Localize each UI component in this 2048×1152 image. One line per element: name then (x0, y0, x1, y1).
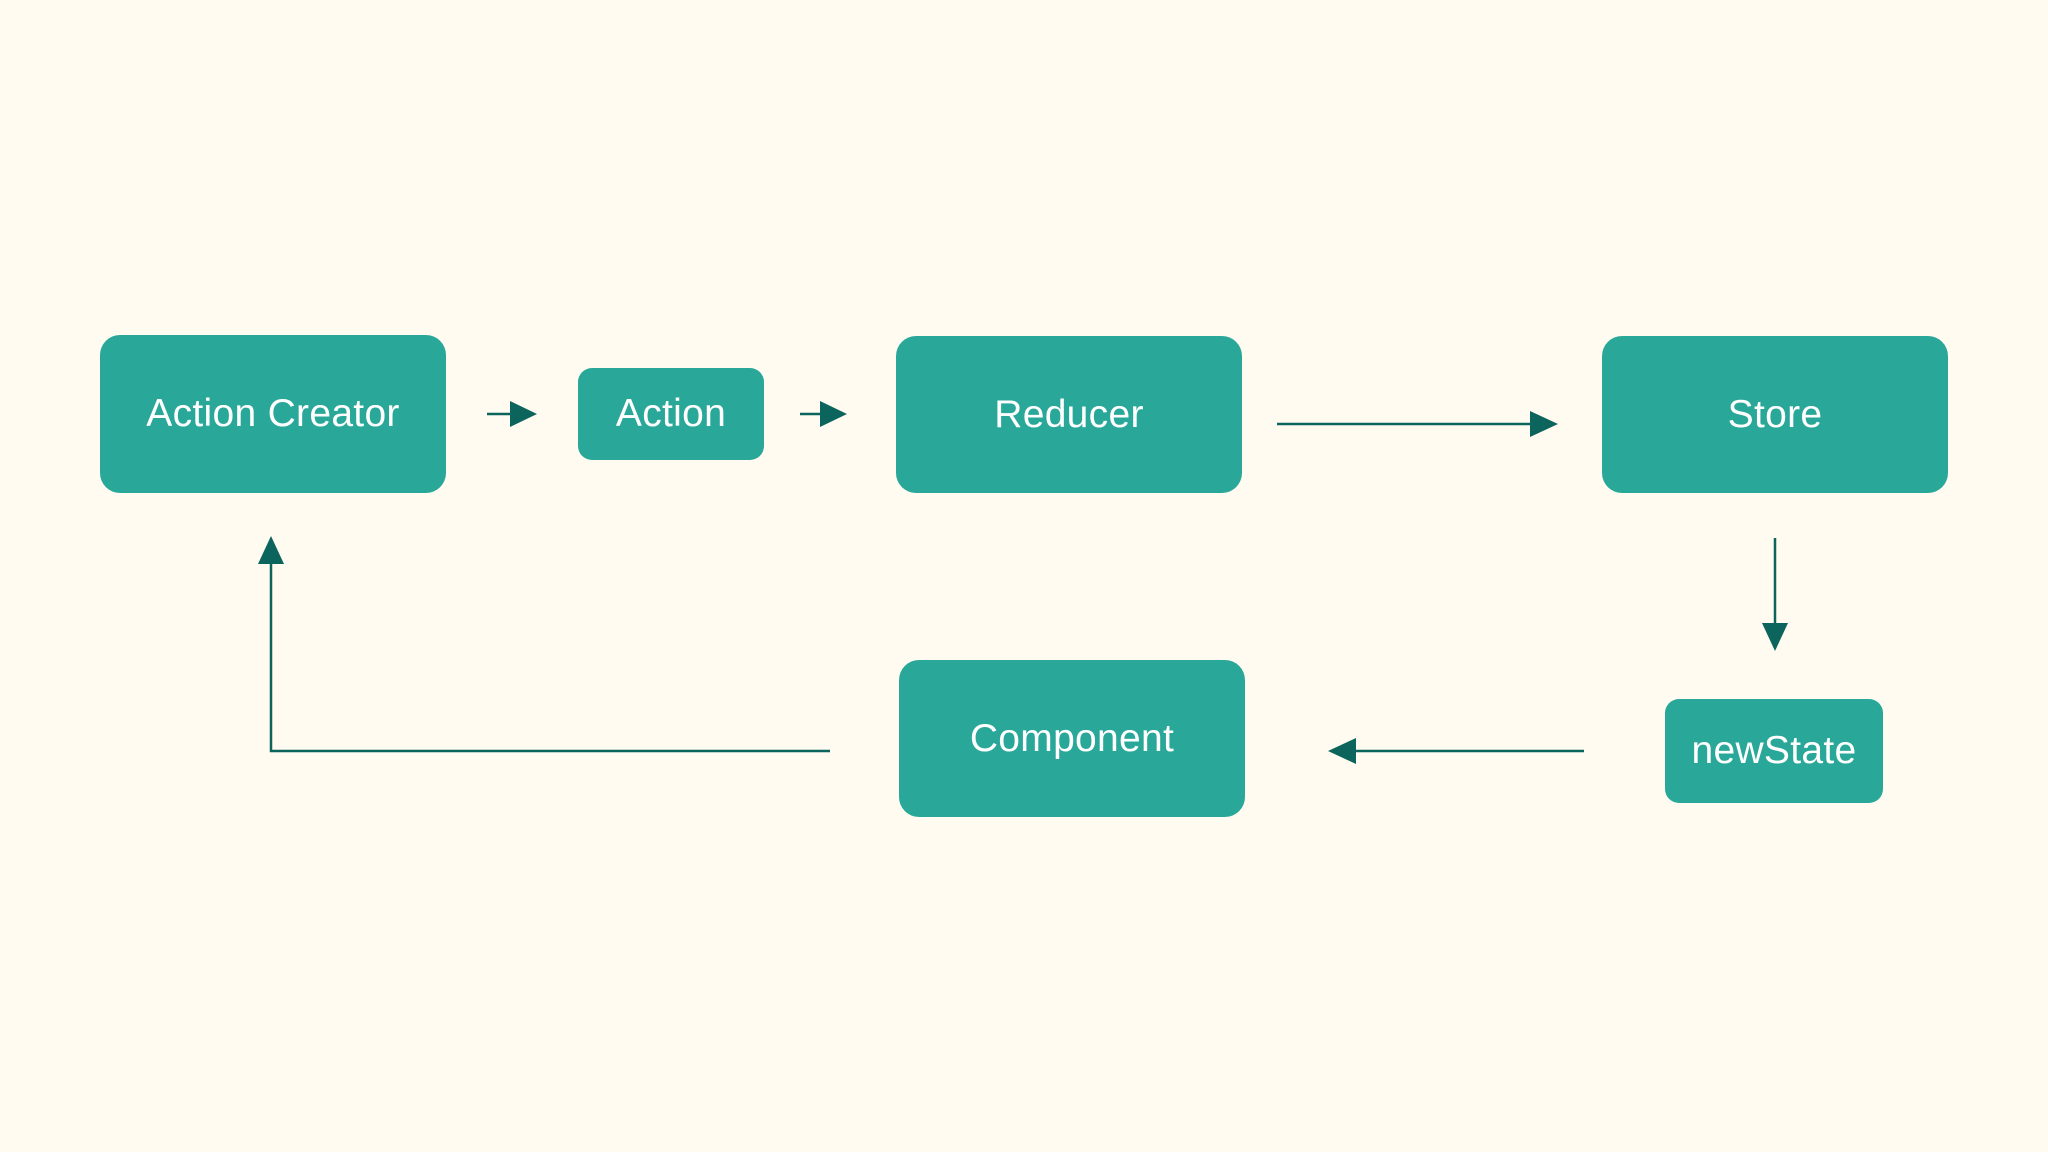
node-reducer: Reducer (896, 336, 1242, 493)
edge-action-to-reducer (800, 401, 847, 427)
node-newstate-label: newState (1691, 729, 1857, 772)
node-component: Component (899, 660, 1245, 817)
edge-newstate-to-component (1328, 738, 1584, 764)
node-newstate: newState (1665, 699, 1883, 803)
node-action: Action (578, 368, 764, 460)
node-reducer-label: Reducer (994, 392, 1144, 436)
node-action-creator: Action Creator (100, 335, 446, 493)
node-store: Store (1602, 336, 1948, 493)
edge-reducer-to-store (1277, 411, 1558, 437)
node-action-label: Action (615, 392, 727, 435)
node-action-creator-label: Action Creator (146, 392, 400, 435)
node-store-label: Store (1727, 392, 1823, 436)
edge-component-to-action-creator (258, 536, 830, 753)
edge-action-creator-to-action (487, 401, 537, 427)
edge-store-to-newstate (1762, 538, 1788, 651)
node-component-label: Component (969, 716, 1175, 760)
